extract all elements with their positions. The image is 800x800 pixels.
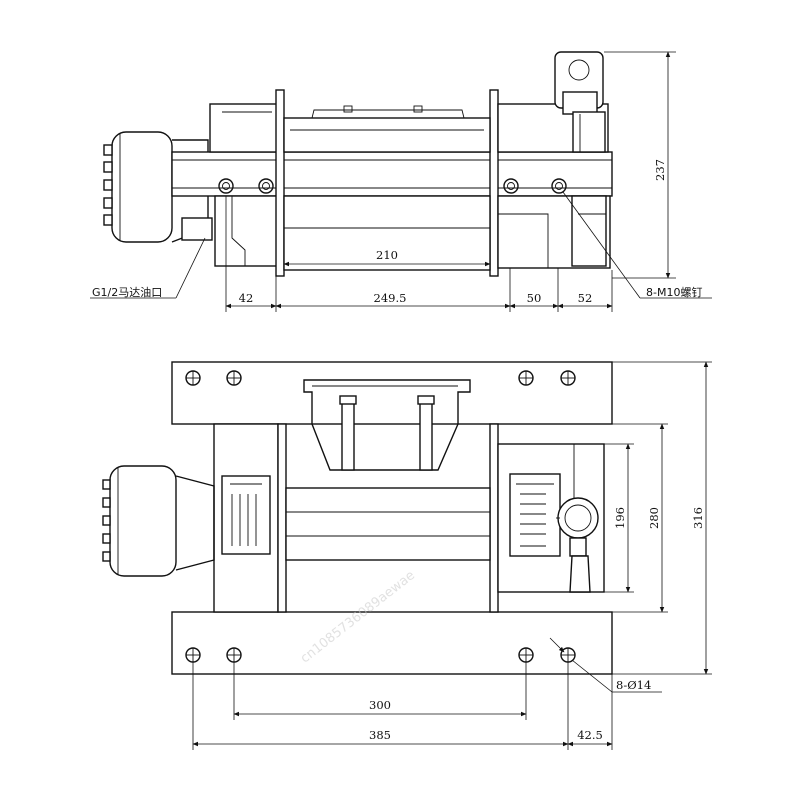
hydraulic-motor-bottom [102, 465, 215, 577]
top-view: 237 210 42 249.5 50 52 G1/2马达油口 [90, 51, 712, 312]
dim-300: 300 [369, 698, 391, 712]
dim-316: 316 [691, 507, 705, 529]
frame-bolt-holes [218, 178, 567, 194]
dim-249-5: 249.5 [374, 291, 407, 305]
valve-block [554, 51, 606, 153]
holes-label: 8-Ø14 [616, 678, 651, 692]
base-plate-bottom [171, 611, 613, 675]
nameplate-left [221, 475, 271, 555]
dim-196: 196 [613, 507, 627, 529]
dim-42-5: 42.5 [577, 728, 603, 742]
brake-valve [556, 497, 599, 593]
base-plate-top [171, 361, 613, 425]
dim-42: 42 [239, 291, 254, 305]
dim-210: 210 [376, 248, 398, 262]
nameplate-right [509, 473, 561, 557]
dim-280: 280 [647, 507, 661, 529]
bolts-label: 8-M10螺钉 [646, 286, 702, 299]
frame-rail [171, 151, 613, 197]
dim-52: 52 [578, 291, 593, 305]
port-label: G1/2马达油口 [92, 285, 162, 299]
dim-50: 50 [527, 291, 542, 305]
dim-385: 385 [369, 728, 391, 742]
bottom-view: 196 280 316 300 385 42.5 [102, 361, 712, 750]
bottom-view-dimensions: 196 280 316 300 385 42.5 [192, 361, 712, 750]
top-view-dimensions: 237 210 42 249.5 50 52 G1/2马达油口 [90, 51, 712, 312]
rope-guide [303, 379, 471, 471]
dim-237: 237 [653, 159, 667, 181]
